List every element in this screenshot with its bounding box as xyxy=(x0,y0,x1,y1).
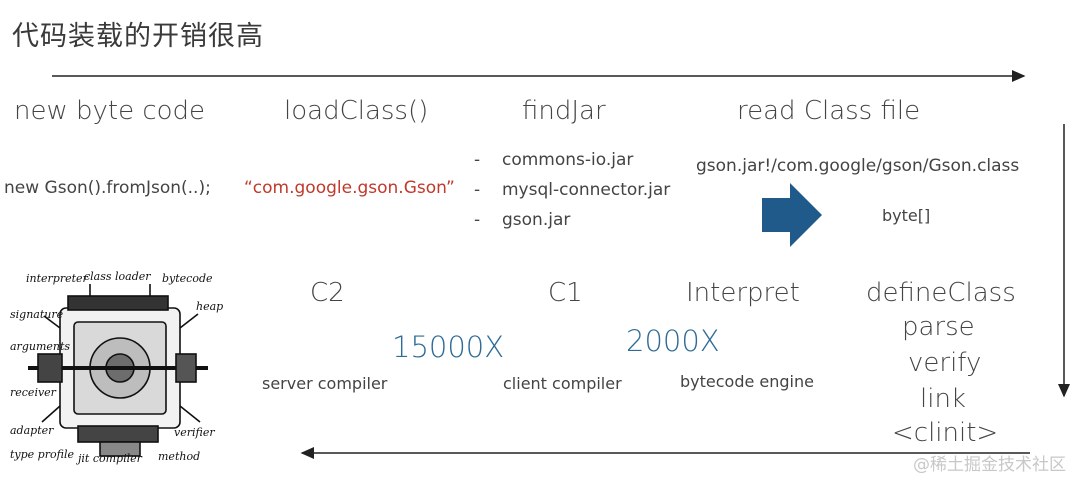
engine-label: verifier xyxy=(174,426,215,439)
right-arrow-icon xyxy=(762,183,822,247)
engine-label: method xyxy=(158,450,200,463)
engine-label: interpreter xyxy=(26,272,89,285)
c2-desc: server compiler xyxy=(262,374,388,393)
class-file-path: gson.jar!/com.google/gson/Gson.class xyxy=(696,156,1020,176)
engine-label: jit compiler xyxy=(75,452,143,465)
bullet-dash: - xyxy=(474,210,481,230)
c1-speedup: 2000X xyxy=(626,324,720,358)
step-load-class: loadClass() xyxy=(284,96,429,126)
new-byte-code-detail: new Gson().fromJson(..); xyxy=(4,178,211,198)
define-step-verify: verify xyxy=(908,348,982,378)
define-class-label: defineClass xyxy=(866,278,1016,308)
engine-label: signature xyxy=(10,308,64,321)
step-find-jar: findJar xyxy=(522,96,606,126)
page-title: 代码装载的开销很高 xyxy=(12,21,264,52)
c2-label: C2 xyxy=(310,278,345,308)
byte-array-label: byte[] xyxy=(882,206,931,225)
bullet-dash: - xyxy=(474,180,481,200)
c1-desc: client compiler xyxy=(503,374,622,393)
engine-label: heap xyxy=(196,300,223,313)
watermark: @稀土掘金技术社区 xyxy=(913,455,1066,475)
define-step-link: link xyxy=(920,384,966,414)
c2-speedup: 15000X xyxy=(392,330,505,364)
engine-label: type profile xyxy=(10,448,74,461)
step-new-byte-code: new byte code xyxy=(14,96,206,126)
engine-label: arguments xyxy=(10,340,70,353)
define-step-parse: parse xyxy=(902,312,975,342)
engine-label: class loader xyxy=(84,270,151,283)
bullet-dash: - xyxy=(474,150,481,170)
jar-name: mysql-connector.jar xyxy=(502,180,671,200)
interpret-label: Interpret xyxy=(686,278,800,308)
step-read-class-file: read Class file xyxy=(737,96,921,126)
engine-label: receiver xyxy=(10,386,57,399)
load-class-detail: “com.google.gson.Gson” xyxy=(244,178,455,198)
c1-label: C1 xyxy=(548,278,583,308)
interpret-desc: bytecode engine xyxy=(680,372,814,391)
jar-name: commons-io.jar xyxy=(502,150,634,170)
engine-label: adapter xyxy=(10,424,54,437)
engine-label: bytecode xyxy=(162,272,213,285)
jar-name: gson.jar xyxy=(502,210,571,230)
engine-illustration: interpreter class loader bytecode signat… xyxy=(10,270,223,465)
define-step-clinit: <clinit> xyxy=(892,418,999,448)
